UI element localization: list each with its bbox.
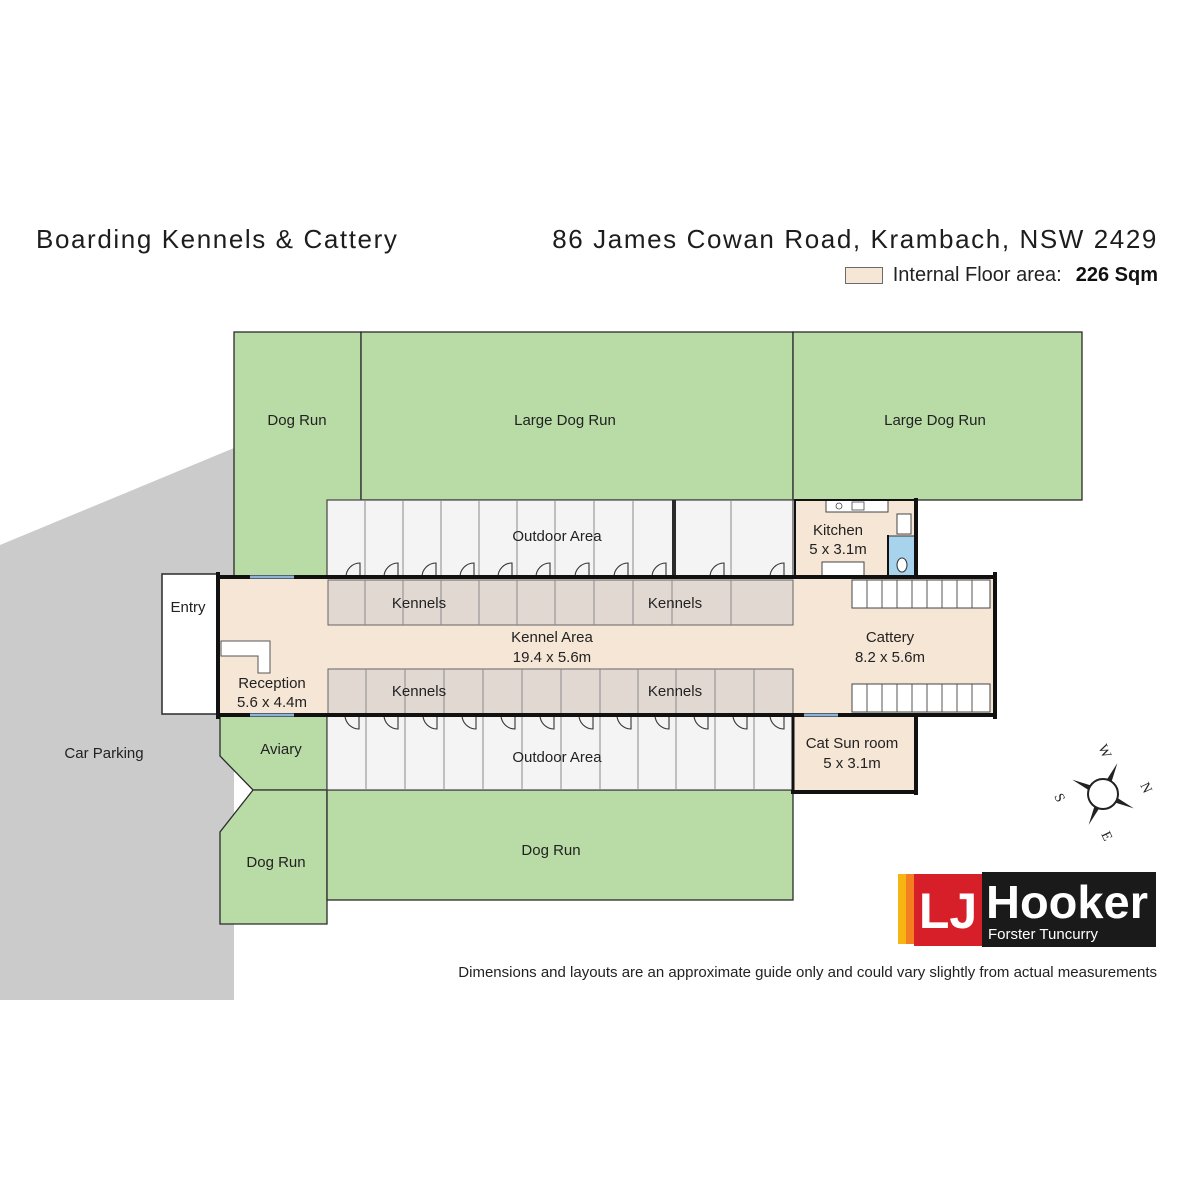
toilet-icon (896, 557, 908, 573)
outdoor-area-top (326, 499, 794, 578)
cattery-cages-top (851, 579, 991, 609)
property-address: 86 James Cowan Road, Krambach, NSW 2429 (552, 224, 1158, 254)
kitchen-bench-bottom (821, 561, 865, 577)
cattery-cages-bottom (851, 683, 991, 713)
cattery-cage-dividers (866, 580, 973, 712)
compass-s: S (1050, 791, 1067, 804)
label-kennels-top-left: Kennels (392, 595, 446, 612)
label-dog-run-left: Dog Run (246, 854, 305, 871)
dog-run-left (219, 789, 328, 925)
label-dog-run-top: Dog Run (267, 412, 326, 429)
label-dog-run-bottom: Dog Run (521, 842, 580, 859)
floor-area-label: Internal Floor area: (892, 264, 1062, 286)
door-swings (344, 562, 785, 730)
label-reception-name: Reception (238, 675, 306, 692)
compass-n: N (1136, 780, 1154, 796)
logo-brand: Hooker (986, 876, 1148, 928)
outdoor-pen-dividers (364, 500, 755, 790)
walls (216, 498, 997, 795)
label-kennel-area-dims: 19.4 x 5.6m (513, 649, 591, 666)
floor-area-value: 226 Sqm (1075, 264, 1158, 286)
compass-w: W (1094, 742, 1114, 761)
label-cattery-dims: 8.2 x 5.6m (855, 649, 925, 666)
large-dog-run-2 (792, 331, 1083, 501)
label-kennels-bottom-right: Kennels (648, 683, 702, 700)
disclaimer: Dimensions and layouts are an approximat… (458, 964, 1157, 981)
kitchen-sink-icon (851, 501, 865, 511)
label-outdoor-area-top: Outdoor Area (512, 528, 602, 545)
logo-office: Forster Tuncurry (988, 926, 1099, 943)
plan-title: Boarding Kennels & Cattery (36, 224, 399, 254)
kennel-dividers (364, 580, 755, 714)
entry-area (161, 573, 219, 715)
label-kitchen-dims: 5 x 3.1m (809, 541, 867, 558)
label-kennel-area-name: Kennel Area (511, 629, 593, 646)
label-large-dog-run-2: Large Dog Run (884, 412, 986, 429)
car-parking-area (0, 448, 234, 1000)
cat-sun-room-floor (793, 715, 916, 792)
label-outdoor-area-bottom: Outdoor Area (512, 749, 602, 766)
label-cat-sun-room-dims: 5 x 3.1m (823, 755, 881, 772)
logo-mark: LJ (919, 883, 977, 939)
label-cat-sun-room-name: Cat Sun room (806, 735, 899, 752)
floor-area-legend: Internal Floor area: 226 Sqm (844, 264, 1158, 287)
dog-run-bottom (326, 789, 794, 901)
label-entry: Entry (170, 599, 206, 616)
windows (250, 575, 838, 717)
large-dog-run-1 (360, 331, 794, 501)
label-reception-dims: 5.6 x 4.4m (237, 694, 307, 711)
kennels-strip-top (327, 579, 794, 626)
kitchen-bench-side (896, 513, 912, 535)
label-aviary: Aviary (260, 741, 302, 758)
cooktop-icon (835, 502, 843, 510)
reception-counter (220, 640, 271, 674)
compass-e: E (1097, 829, 1114, 843)
lj-hooker-logo: LJ Hooker Forster Tuncurry (898, 872, 1156, 947)
label-cattery-name: Cattery (866, 629, 915, 646)
internal-area-swatch (844, 267, 883, 284)
label-kennels-top-right: Kennels (648, 595, 702, 612)
compass-rose-icon: W N S E (1050, 742, 1154, 843)
outdoor-divider-block (672, 500, 676, 577)
label-kitchen-name: Kitchen (813, 522, 863, 539)
label-large-dog-run-1: Large Dog Run (514, 412, 616, 429)
label-kennels-bottom-left: Kennels (392, 683, 446, 700)
label-car-parking: Car Parking (64, 745, 143, 762)
